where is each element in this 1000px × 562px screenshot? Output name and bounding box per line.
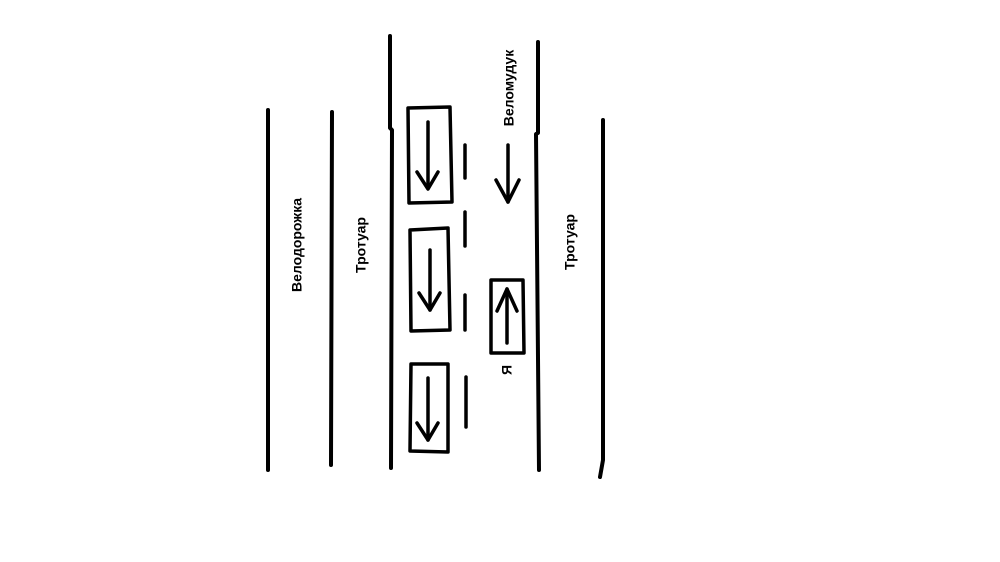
my-bicycle: [489, 278, 526, 355]
sidewalk-right-edge: [598, 118, 605, 479]
label-bike-lane: Велодорожка: [289, 198, 305, 292]
label-oncoming-cyclist: Веломудук: [501, 49, 517, 126]
label-sidewalk-left: Тротуар: [353, 217, 369, 273]
car-2: [408, 226, 452, 333]
road-left-curb: [388, 34, 394, 470]
road-center-dashed-line: [463, 143, 468, 429]
car-1: [406, 105, 454, 205]
bike-lane-right-edge: [329, 110, 334, 467]
oncoming-cyclist-arrow: [494, 143, 521, 204]
road-right-curb: [534, 40, 541, 472]
car-3: [408, 362, 450, 454]
label-me: Я: [499, 365, 515, 375]
label-sidewalk-right: Тротуар: [562, 214, 578, 270]
